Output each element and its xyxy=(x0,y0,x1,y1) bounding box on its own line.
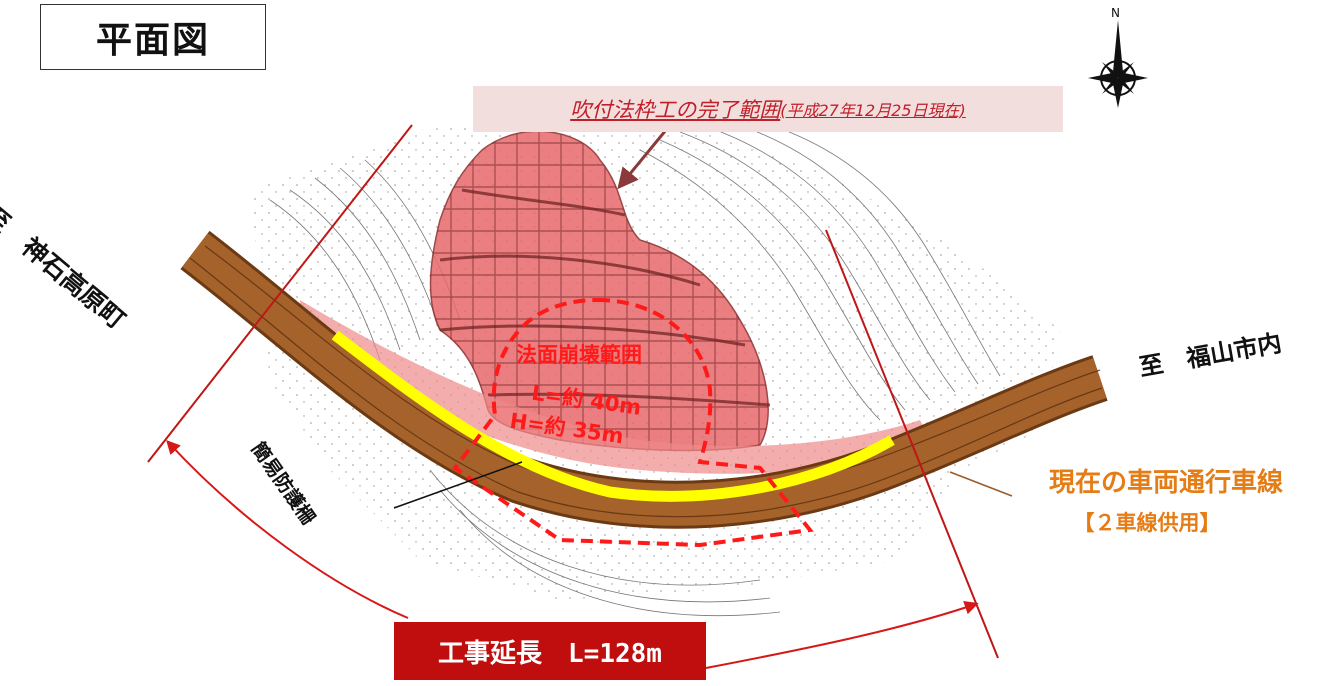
lane-label-line2: 【２車線供用】 xyxy=(1073,511,1221,535)
collapse-outline xyxy=(452,297,814,548)
lane-label-line1: 現在の車両通行車線 xyxy=(1048,468,1283,498)
boundary-line-right xyxy=(825,229,999,659)
extent-arrow-right xyxy=(705,601,979,669)
completion-note-date: (平成27年12月25日現在) xyxy=(780,101,966,120)
berm-lines xyxy=(439,188,771,407)
boundary-line-left xyxy=(147,124,413,463)
page-title: 平面図 xyxy=(40,4,266,70)
construction-length-label: 工事延長 L=128m xyxy=(394,622,706,680)
note-leader xyxy=(617,129,668,190)
road-surface xyxy=(182,233,1107,526)
completion-note-main: 吹付法枠工の完了範囲 xyxy=(570,98,781,122)
extent-arrow-left xyxy=(166,439,409,619)
lane-label: 現在の車両通行車線 【２車線供用】 xyxy=(1010,462,1322,537)
fence-leader xyxy=(393,461,523,509)
collapse-range-label: 法面崩壊範囲 L=約 40m H=約 35m xyxy=(492,340,692,448)
completion-note: 吹付法枠工の完了範囲(平成27年12月25日現在) xyxy=(473,86,1063,132)
collapse-title: 法面崩壊範囲 xyxy=(516,343,642,367)
slope-frame-grid xyxy=(430,131,769,451)
lane-leader xyxy=(949,471,1013,497)
barrier xyxy=(331,330,895,502)
compass-icon xyxy=(1088,20,1148,108)
compass-north-label: N xyxy=(1111,6,1120,20)
